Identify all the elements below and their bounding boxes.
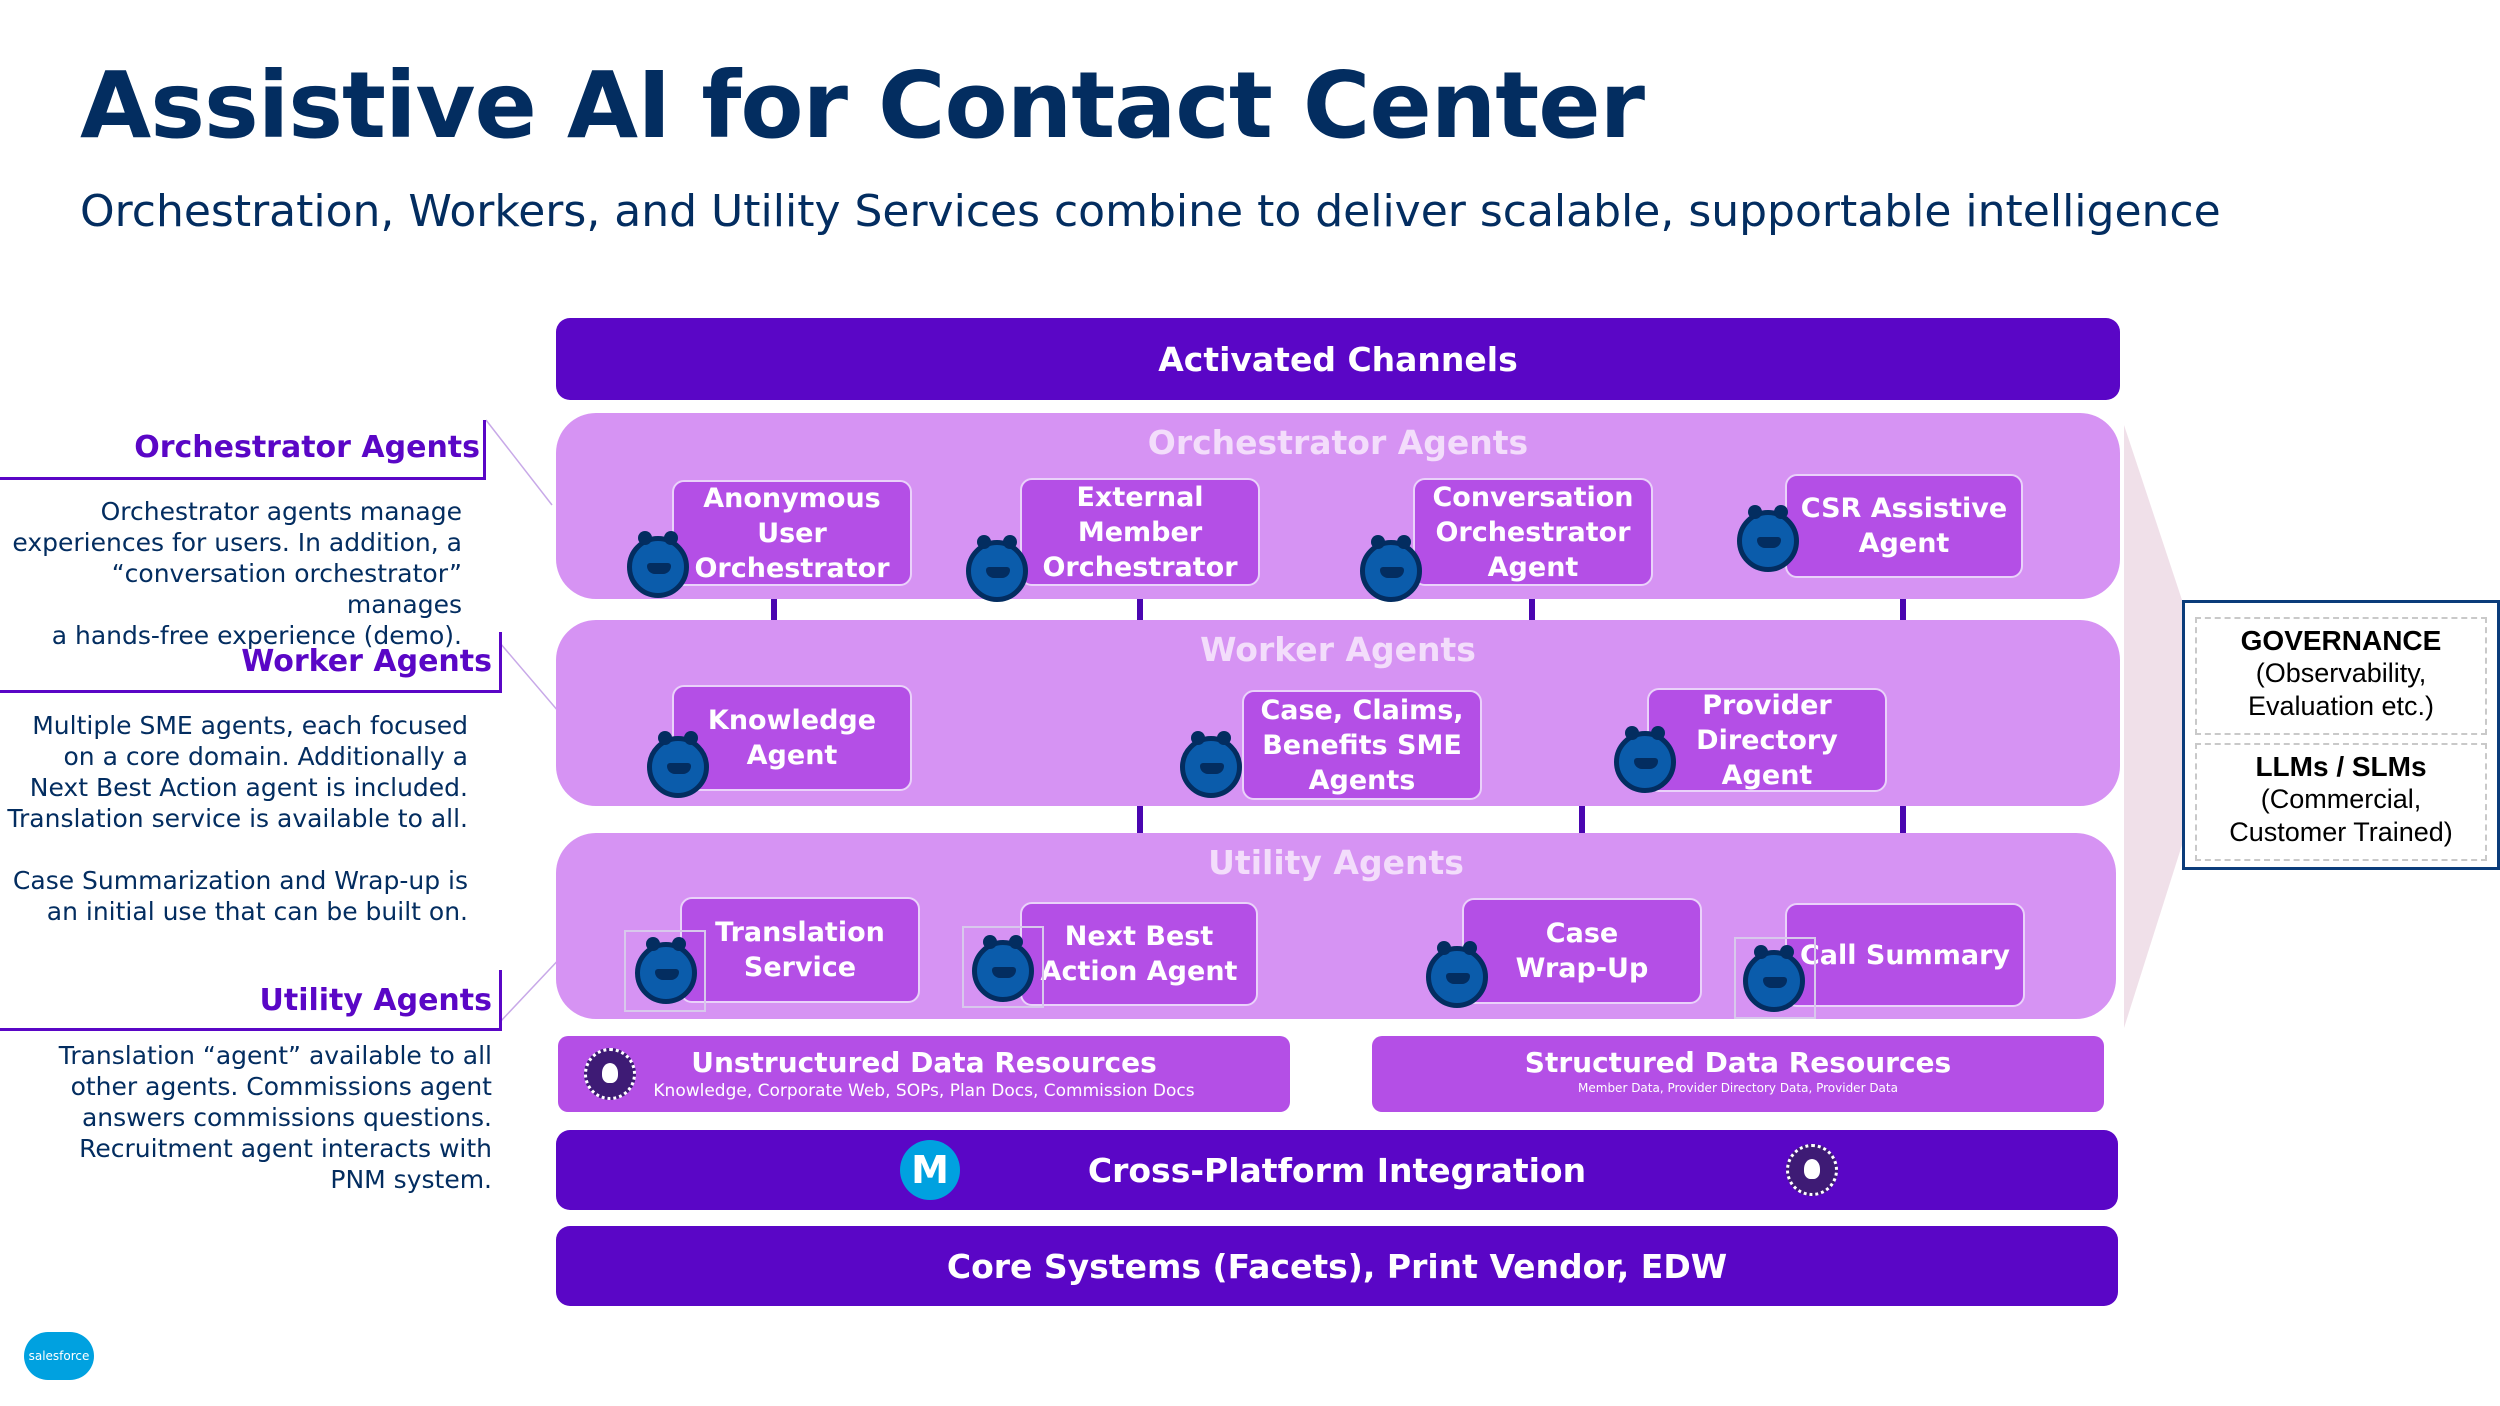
agent-mascot-icon [627,531,689,598]
page-subtitle: Orchestration, Workers, and Utility Serv… [80,186,2221,237]
sidebar-worker-tick [499,632,502,692]
sidebar-utility-heading: Utility Agents [259,983,493,1018]
llm-item: LLMs / SLMs (Commercial, Customer Traine… [2195,743,2487,861]
page-title: Assistive AI for Contact Center [80,52,1645,159]
agent-card-case-wrap-up[interactable]: Case Wrap-Up [1462,898,1702,1004]
icon-frame [1734,937,1816,1019]
agent-mascot-icon [1743,945,1805,1012]
agent-mascot-icon [1614,726,1676,793]
sidebar-orchestrator-heading: Orchestrator Agents [134,430,480,465]
agent-card-external-member-orchestrator[interactable]: External Member Orchestrator [1020,478,1260,586]
governance-sub: (Observability, Evaluation etc.) [2247,658,2435,721]
cross-platform-integration-bar: Cross-Platform Integration [556,1130,2118,1210]
agent-card-provider-directory[interactable]: Provider Directory Agent [1647,688,1887,792]
agent-mascot-icon [972,935,1034,1002]
utility-band-label: Utility Agents [1208,843,1464,882]
agent-card-anonymous-user-orchestrator[interactable]: Anonymous User Orchestrator [672,480,912,586]
agent-mascot-icon [966,535,1028,602]
unstructured-data-resources: Unstructured Data Resources Knowledge, C… [558,1036,1290,1112]
agent-mascot-icon [1360,535,1422,602]
unstructured-detail: Knowledge, Corporate Web, SOPs, Plan Doc… [653,1081,1195,1101]
agent-mascot-icon [1180,731,1242,798]
agent-card-csr-assistive[interactable]: CSR Assistive Agent [1785,474,2023,578]
governance-panel: GOVERNANCE (Observability, Evaluation et… [2182,600,2500,870]
unstructured-title: Unstructured Data Resources [691,1046,1157,1079]
icon-frame [962,926,1044,1008]
sidebar-utility-tick [499,970,502,1030]
structured-title: Structured Data Resources [1524,1046,1952,1079]
sidebar-orchestrator-rule [0,477,486,480]
data-cloud-icon [1786,1144,1838,1196]
sidebar-worker-heading: Worker Agents [241,644,492,679]
sidebar-worker-text: Multiple SME agents, each focused on a c… [7,711,468,926]
orchestrator-callout-line [485,419,553,506]
agent-mascot-icon [647,731,709,798]
sidebar-orchestrator-tick [483,420,486,478]
agent-mascot-icon [1737,505,1799,572]
agent-card-knowledge[interactable]: Knowledge Agent [672,685,912,791]
activated-channels-bar: Activated Channels [556,318,2120,400]
sidebar-worker-rule [0,690,502,693]
worker-band-label: Worker Agents [1200,630,1476,669]
agent-mascot-icon [635,937,697,1004]
structured-data-resources: Structured Data Resources Member Data, P… [1372,1036,2104,1112]
icon-frame [624,930,706,1012]
agent-card-translation-service[interactable]: Translation Service [680,897,920,1003]
governance-funnel [2124,425,2182,1028]
sidebar-orchestrator-text: Orchestrator agents manage experiences f… [12,497,462,650]
core-systems-bar: Core Systems (Facets), Print Vendor, EDW [556,1226,2118,1306]
structured-detail: Member Data, Provider Directory Data, Pr… [1578,1081,1898,1095]
agent-card-case-claims-benefits[interactable]: Case, Claims, Benefits SME Agents [1242,690,1482,800]
llm-heading: LLMs / SLMs [2255,751,2427,782]
agent-card-conversation-orchestrator[interactable]: Conversation Orchestrator Agent [1413,478,1653,586]
agent-card-call-summary[interactable]: Call Summary [1785,903,2025,1007]
llm-sub: (Commercial, Customer Trained) [2229,784,2453,847]
governance-item: GOVERNANCE (Observability, Evaluation et… [2195,617,2487,735]
sidebar-utility-rule [0,1028,502,1031]
salesforce-logo: salesforce [24,1332,94,1380]
agent-card-next-best-action[interactable]: Next Best Action Agent [1020,902,1258,1006]
sidebar-utility-text: Translation “agent” available to all oth… [58,1041,492,1194]
data-cloud-icon [584,1048,636,1100]
orchestrator-band-label: Orchestrator Agents [1147,423,1529,462]
governance-heading: GOVERNANCE [2240,625,2442,656]
mulesoft-icon: M [900,1140,960,1200]
agent-mascot-icon [1426,941,1488,1008]
